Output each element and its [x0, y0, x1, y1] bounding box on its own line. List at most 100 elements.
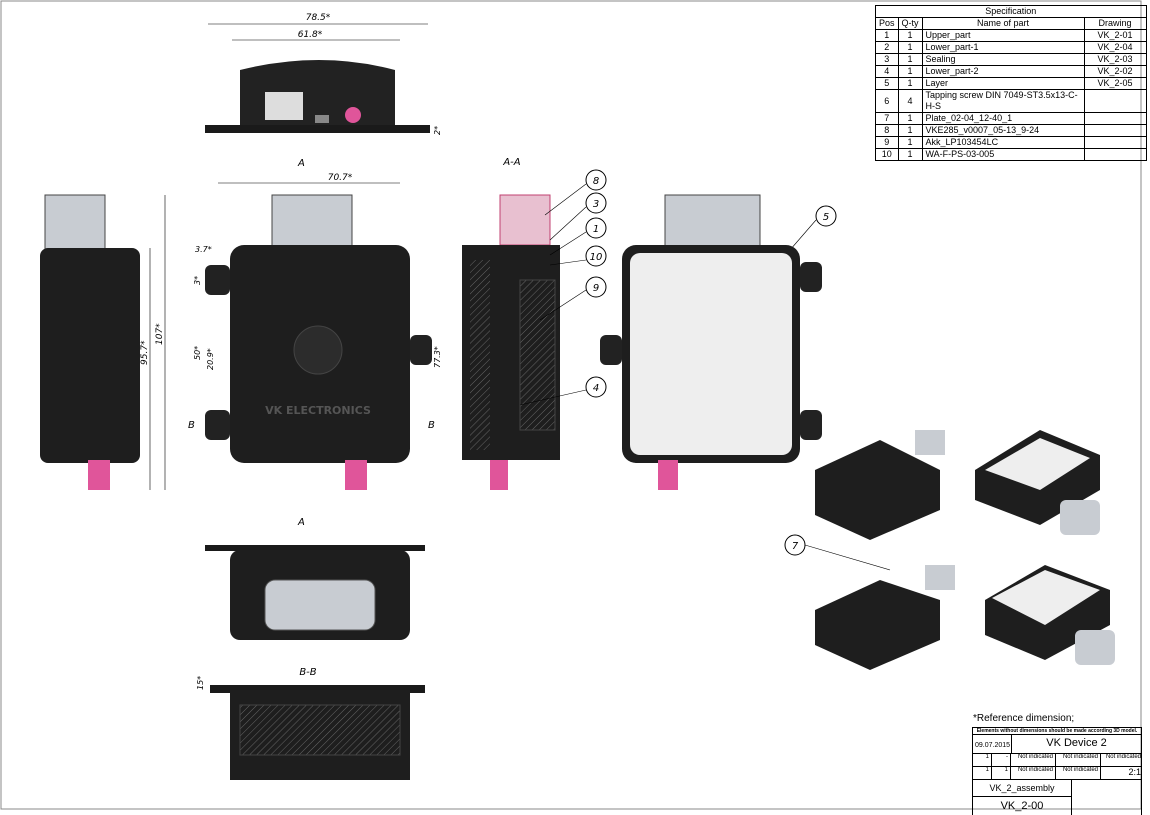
spec-drawing — [1083, 112, 1147, 125]
tb-date: 09.07.2015 — [973, 735, 1012, 753]
col-pos: Pos — [875, 17, 899, 30]
spec-pos: 2 — [875, 41, 899, 54]
balloon-8: 8 — [593, 176, 599, 187]
tb-project: VK Device 2 — [1046, 737, 1107, 749]
spec-name: Upper_part — [921, 29, 1085, 42]
tb-field4: Not indicated — [1011, 767, 1056, 779]
isometric-views — [815, 430, 1115, 670]
spec-pos: 8 — [875, 124, 899, 137]
section-b-left: B — [188, 420, 195, 431]
spec-pos: 10 — [875, 148, 899, 161]
spec-drawing: VK_2-01 — [1083, 29, 1147, 42]
col-name: Name of part — [921, 17, 1085, 30]
spec-drawing: VK_2-05 — [1083, 77, 1147, 90]
balloon-1: 1 — [593, 224, 599, 235]
balloon-5: 5 — [823, 212, 829, 223]
spec-name: Sealing — [921, 53, 1085, 66]
tb-sheet: 1 — [973, 754, 992, 766]
spec-qty: 1 — [897, 112, 923, 125]
dim-top-h: 2* — [433, 126, 442, 135]
reference-note: *Reference dimension; — [973, 713, 1075, 724]
tb-field5: Not indicated — [1056, 767, 1101, 779]
spec-pos: 7 — [875, 112, 899, 125]
tb-field1: Not indicated — [1011, 754, 1056, 766]
spec-name: Layer — [921, 77, 1085, 90]
spec-qty: 1 — [897, 136, 923, 149]
tb-no: - — [992, 754, 1011, 766]
spec-drawing: VK_2-03 — [1083, 53, 1147, 66]
spec-name: Lower_part-2 — [921, 65, 1085, 78]
spec-name: Tapping screw DIN 7049-ST3.5x13-C-H-S — [921, 89, 1085, 113]
tb-code: VK_2-00 — [1000, 800, 1044, 812]
spec-pos: 9 — [875, 136, 899, 149]
back-view — [600, 194, 822, 490]
spec-name: WA-F-PS-03-005 — [921, 148, 1085, 161]
top-view: 78.5* 61.8* 2* — [205, 13, 442, 135]
dim-773: 77.3* — [433, 346, 442, 368]
dim-209: 20.9* — [206, 348, 215, 370]
section-bb-title: B-B — [299, 667, 316, 678]
spec-qty: 1 — [897, 124, 923, 137]
spec-name: Plate_02-04_12-40_1 — [921, 112, 1085, 125]
spec-qty: 1 — [897, 29, 923, 42]
spec-drawing — [1083, 136, 1147, 149]
side-view: 107* 95.7* — [40, 194, 166, 490]
section-aa-view: A-A — [462, 157, 560, 490]
section-a-top: A — [297, 158, 305, 169]
spec-drawing — [1083, 89, 1147, 113]
balloon-3: 3 — [593, 199, 599, 210]
dim-50: 50* — [193, 346, 202, 360]
balloon-9: 9 — [593, 283, 599, 294]
section-a-bottom: A — [297, 517, 305, 528]
spec-pos: 1 — [875, 29, 899, 42]
col-drawing: Drawing — [1083, 17, 1147, 30]
dim-top-inner: 61.8* — [298, 30, 323, 40]
spec-drawing: VK_2-04 — [1083, 41, 1147, 54]
balloon-7: 7 — [792, 541, 799, 552]
tb-field2: Not indicated — [1056, 754, 1101, 766]
balloon-10: 10 — [590, 252, 603, 263]
tb-field3: Not indicated — [1105, 754, 1141, 760]
dim-side-h: 107* — [155, 323, 165, 345]
balloon-4: 4 — [593, 383, 599, 394]
tb-part: VK_2_assembly — [973, 780, 1071, 797]
spec-drawing — [1083, 148, 1147, 161]
spec-qty: 1 — [897, 65, 923, 78]
spec-pos: 5 — [875, 77, 899, 90]
dim-front-width: 70.7* — [328, 173, 353, 183]
spec-title: Specification — [875, 5, 1147, 18]
brand-logo-text: VK ELECTRONICS — [265, 404, 371, 417]
dim-37: 3.7* — [195, 245, 212, 254]
specification-table: Specification Pos Q-ty Name of part Draw… — [875, 5, 1147, 161]
dim-3: 3* — [193, 276, 202, 285]
spec-pos: 6 — [875, 89, 899, 113]
dim-top-width: 78.5* — [306, 13, 331, 23]
tb-of-sheets: 1 — [973, 767, 992, 779]
section-aa-title: A-A — [502, 157, 520, 168]
spec-name: Akk_LP103454LC — [921, 136, 1085, 149]
spec-drawing — [1083, 124, 1147, 137]
section-bb-view: B-B 15* — [196, 667, 425, 780]
spec-qty: 4 — [897, 89, 923, 113]
spec-name: VKE285_v0007_05-13_9-24 — [921, 124, 1085, 137]
bottom-view — [205, 545, 425, 640]
tb-scale: 2:1 — [1128, 767, 1141, 777]
spec-pos: 4 — [875, 65, 899, 78]
col-qty: Q-ty — [897, 17, 923, 30]
spec-qty: 1 — [897, 77, 923, 90]
section-b-right: B — [428, 420, 435, 431]
tb-header: Elements without dimensions should be ma… — [973, 728, 1141, 735]
spec-qty: 1 — [897, 41, 923, 54]
